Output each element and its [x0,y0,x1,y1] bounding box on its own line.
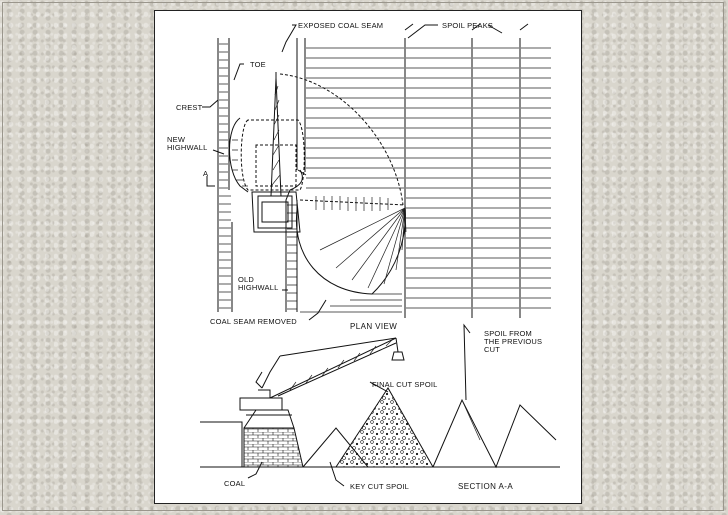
section-view [200,337,560,469]
label-plan-view: PLAN VIEW [350,322,397,331]
label-spoil-prev-1: SPOIL FROM [484,329,532,338]
spoil-ridges [296,23,551,318]
label-crest: CREST [176,103,203,112]
dragline-section [239,337,405,429]
label-section-aa: SECTION A-A [458,482,513,491]
old-highwall-strip [217,38,233,312]
dragline-boom-plan [270,72,282,197]
section-labels: SPOIL FROM THE PREVIOUS CUT FINAL CUT SP… [224,329,542,491]
key-cut-spoil-pile [302,427,369,468]
label-exposed-coal-seam: EXPOSED COAL SEAM [298,21,383,30]
dragline-house-plan [240,119,305,233]
label-key-cut-spoil: KEY CUT SPOIL [350,482,409,491]
plan-leaders [202,24,503,321]
label-toe: TOE [250,60,266,69]
label-old-highwall-1: OLD [238,275,254,284]
label-spoil-prev-3: CUT [484,345,500,354]
final-cut-spoil-pile [335,387,434,468]
label-final-cut-spoil: FINAL CUT SPOIL [372,380,438,389]
label-new-highwall-2: HIGHWALL [167,143,208,152]
plan-view [217,23,551,318]
label-new-highwall-1: NEW [167,135,186,144]
label-section-marker: A [203,169,208,178]
coal-seam-block [243,427,304,468]
label-coal-seam-removed: COAL SEAM REMOVED [210,317,297,326]
dig-sweep [279,73,407,295]
previous-cut-spoil [432,398,557,469]
section-leaders [247,323,471,487]
label-spoil-peaks: SPOIL PEAKS [442,21,493,30]
plan-labels: EXPOSED COAL SEAM SPOIL PEAKS TOE CREST … [167,21,493,331]
label-spoil-prev-2: THE PREVIOUS [484,337,542,346]
label-coal: COAL [224,479,245,488]
label-old-highwall-2: HIGHWALL [238,283,279,292]
new-highwall-strip [229,117,307,312]
